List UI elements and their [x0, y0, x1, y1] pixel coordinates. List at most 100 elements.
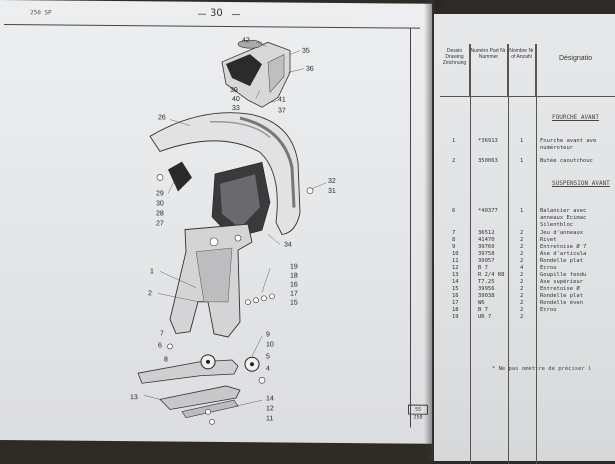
table-cell-part: R 2/4 R8: [478, 272, 505, 278]
callout-label: 35: [302, 48, 310, 55]
headlamp-cowl: [221, 39, 291, 108]
table-cell-qty: 2: [520, 314, 524, 320]
table-cell-desc: Entretoise Ø: [540, 286, 580, 292]
callout-label: 34: [284, 241, 292, 248]
callout-label: 37: [278, 107, 286, 114]
table-cell-qty: 2: [520, 244, 524, 250]
table-cell-qty: 1: [520, 138, 524, 144]
table-cell-ref: 14: [452, 279, 459, 285]
table-cell-part: 41470: [478, 237, 495, 243]
front-fork: [169, 223, 253, 338]
callout-label: 40: [232, 96, 240, 103]
callout-label: 32: [328, 178, 336, 185]
table-cell-ref: 19: [452, 314, 459, 320]
table-cell-ref: 9: [452, 244, 456, 250]
table-cell-desc: Rondelle plat: [540, 258, 584, 264]
table-cell-ref: 18: [452, 307, 459, 313]
table-cell-ref: 6: [452, 208, 456, 214]
table-cell-part: T7.25: [478, 279, 495, 285]
table-cell-part: 39038: [478, 293, 495, 299]
section-title: FOURCHE AVANT: [552, 114, 599, 121]
table-cell-qty: 2: [520, 237, 524, 243]
exploded-parts-diagram: 42 35 36 39 40 41 33 37 26 32 31 29 30 2…: [130, 37, 336, 425]
front-fender: [149, 112, 301, 235]
callout-label: 6: [158, 342, 162, 349]
callout-label: 15: [290, 300, 298, 307]
column-header-drawing: Dessin Drawing Zeichnung: [440, 44, 470, 96]
table-cell-part: 39957: [478, 258, 495, 264]
callout-label: 5: [266, 353, 270, 360]
column-header-part: Numéro Part Nr. Nummer: [470, 44, 508, 96]
table-cell-part: UR 7: [478, 314, 492, 320]
column-header-qty: Nombre Nr of Anzahl: [508, 44, 536, 96]
table-cell-qty: 2: [520, 293, 524, 299]
table-cell-desc: Fourche avant ave: [540, 138, 597, 144]
table-cell-qty: 2: [520, 300, 524, 306]
table-cell-qty: 2: [520, 272, 524, 278]
section-title: SUSPENSION AVANT: [552, 180, 610, 187]
callout-label: 27: [156, 220, 164, 227]
bracket-left: [168, 161, 192, 192]
table-cell-part: W6: [478, 300, 485, 306]
column-header-designation: Désignatio: [558, 55, 593, 62]
hardware-parts: [156, 174, 314, 425]
callout-label: 42: [242, 37, 250, 44]
table-cell-desc: Jeu d'anneaux: [540, 230, 584, 236]
table-cell-ref: 17: [452, 300, 459, 306]
table-cell-qty: 2: [520, 230, 524, 236]
callout-label: 10: [266, 341, 274, 348]
table-cell-ref: 1: [452, 138, 456, 144]
callout-label: 26: [158, 114, 166, 121]
table-cell-part: 39760: [478, 244, 495, 250]
table-cell-part: 39956: [478, 286, 495, 292]
callout-label: 36: [306, 66, 314, 73]
table-cell-part: B 7: [478, 265, 488, 271]
table-cell-part: 36512: [478, 230, 495, 236]
callout-label: 1: [150, 268, 154, 275]
callout-labels: 42 35 36 39 40 41 33 37 26 32 31 29 30 2…: [130, 37, 336, 422]
callout-label: 33: [232, 105, 240, 112]
splash-guard: [211, 161, 271, 239]
table-cell-desc: Axe supérieur: [540, 279, 584, 285]
left-page: 250 SP 30 SS 250: [0, 0, 432, 444]
footnote: * Ne pas omettre de préciser l: [492, 366, 592, 372]
table-cell-desc: Rondelle plat: [540, 293, 584, 299]
table-cell-part: 350063: [478, 158, 498, 164]
table-cell-desc: Goupille fendu: [540, 272, 587, 278]
column-rule: [536, 44, 537, 464]
table-cell-qty: 2: [520, 286, 524, 292]
callout-label: 18: [290, 273, 298, 280]
table-cell-qty: 2: [520, 279, 524, 285]
callout-label: 8: [164, 356, 168, 363]
swing-arm-lower: [159, 385, 241, 418]
callout-label: 19: [290, 264, 298, 271]
table-cell-part: 39758: [478, 251, 495, 257]
callout-label: 4: [266, 365, 270, 372]
callout-label: 31: [328, 188, 336, 195]
table-cell-desc: anneaux Ecimac: [540, 215, 587, 221]
table-cell-ref: 12: [452, 265, 459, 271]
swing-arm-upper: [137, 354, 260, 384]
column-rule: [508, 44, 509, 464]
table-cell-qty: 1: [520, 208, 524, 214]
table-cell-ref: 16: [452, 293, 459, 299]
table-cell-qty: 2: [520, 251, 524, 257]
table-cell-desc: Rondelle éven: [540, 300, 584, 306]
callout-label: 17: [290, 291, 298, 298]
table-cell-qty: 1: [520, 158, 524, 164]
table-cell-ref: 13: [452, 272, 459, 278]
callout-label: 11: [266, 415, 273, 422]
table-cell-desc: Silentbloc: [540, 222, 574, 228]
callout-label: 39: [230, 87, 238, 94]
callout-label: 2: [148, 290, 152, 297]
table-cell-ref: 15: [452, 286, 459, 292]
table-cell-part: *36913: [478, 138, 498, 144]
table-cell-desc: Axe d'articula: [540, 251, 587, 257]
table-cell-desc: numéroteur: [540, 145, 574, 151]
table-cell-ref: 2: [452, 158, 456, 164]
table-cell-desc: Rivet: [540, 237, 557, 243]
table-cell-part: *40377: [478, 208, 498, 214]
table-cell-desc: Ecrou: [540, 265, 557, 271]
table-cell-ref: 7: [452, 230, 456, 236]
